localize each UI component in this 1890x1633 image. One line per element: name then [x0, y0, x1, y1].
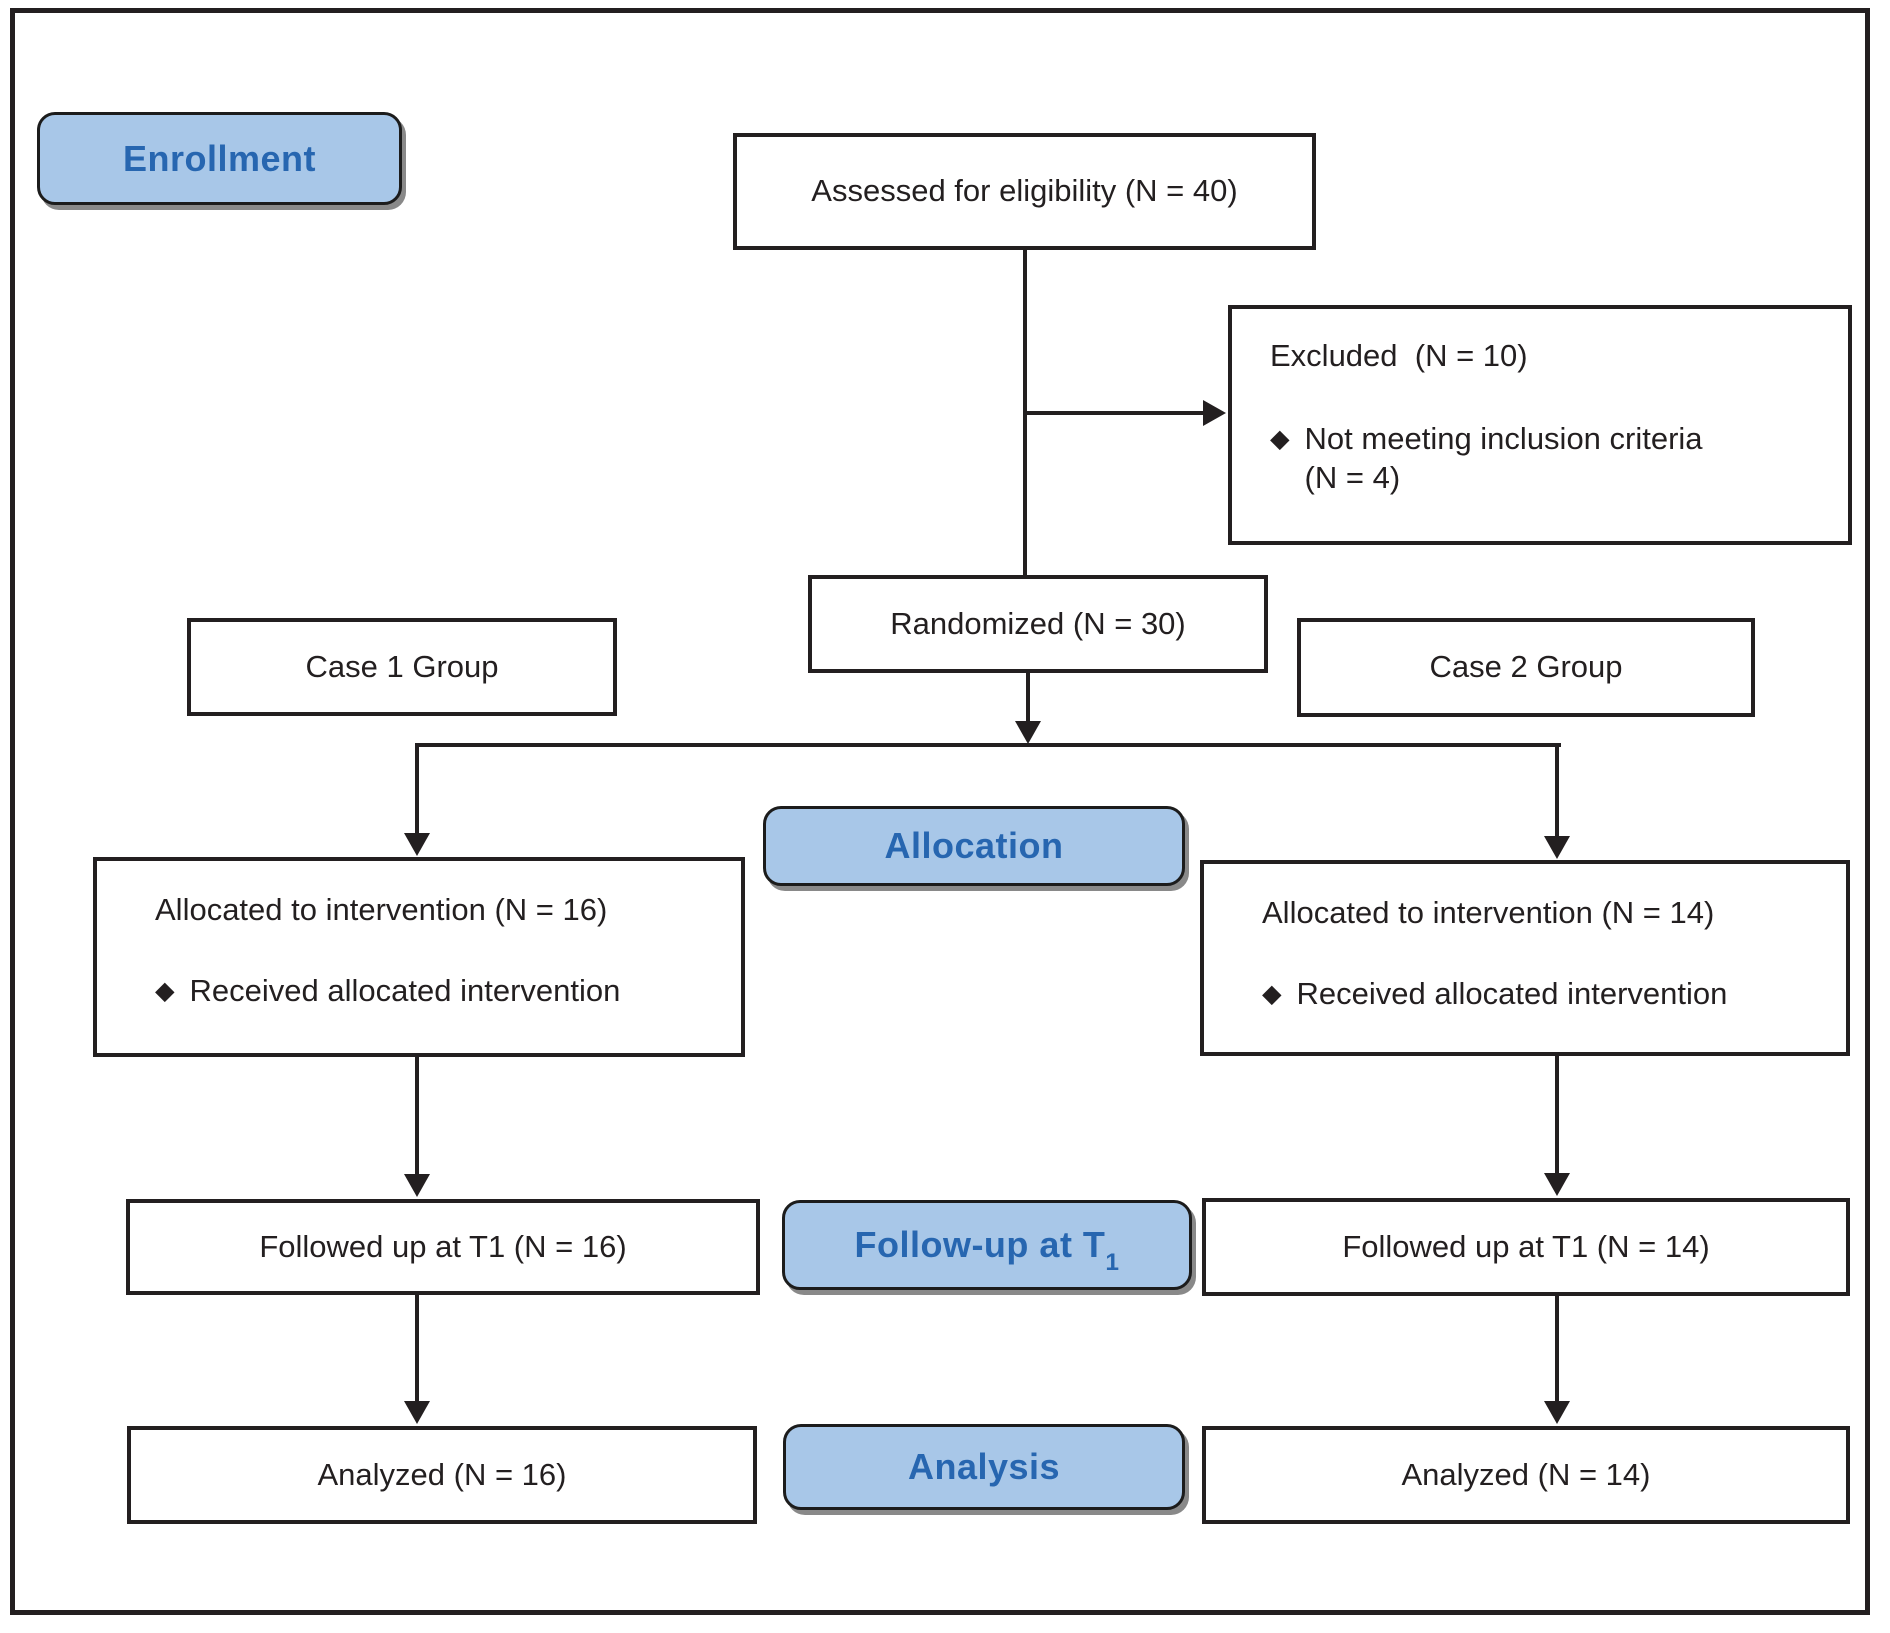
box-assessed-text: Assessed for eligibility (N = 40) [811, 173, 1238, 209]
box-analyzed-right-text: Analyzed (N = 14) [1401, 1456, 1651, 1492]
box-case1-group: Case 1 Group [187, 618, 617, 716]
allocated-left-bullet-row: ◆ Received allocated intervention [155, 972, 723, 1011]
allocated-left-bullet-line: Received allocated intervention [189, 972, 621, 1008]
connector-allocated-to-followup-right-arrowhead [1544, 1173, 1570, 1196]
box-analyzed-left: Analyzed (N = 16) [127, 1426, 757, 1524]
excluded-reason-line2: (N = 4) [1304, 459, 1401, 495]
box-analyzed-left-text: Analyzed (N = 16) [317, 1456, 567, 1492]
diamond-bullet-icon: ◆ [1270, 424, 1290, 453]
box-excluded-title: Excluded (N = 10) [1270, 338, 1528, 373]
diamond-bullet-icon: ◆ [1262, 979, 1282, 1008]
box-case1-text: Case 1 Group [305, 648, 499, 684]
connector-followup-to-analyzed-right-line [1555, 1296, 1559, 1402]
allocated-right-bullet-row: ◆ Received allocated intervention [1262, 975, 1828, 1014]
allocated-left-bullet-text: Received allocated intervention [190, 972, 621, 1011]
box-allocated-right-title: Allocated to intervention (N = 14) [1262, 895, 1715, 930]
box-followup-left-text: Followed up at T1 (N = 16) [259, 1228, 627, 1264]
stage-label-enrollment: Enrollment [37, 112, 402, 205]
connector-followup-to-analyzed-left-arrowhead [404, 1401, 430, 1424]
box-allocated-left: Allocated to intervention (N = 16) ◆ Rec… [93, 857, 745, 1057]
connector-branch-to-allocated-left-line [415, 743, 419, 835]
box-case2-group: Case 2 Group [1297, 618, 1755, 717]
excluded-reason-line1: Not meeting inclusion criteria [1304, 420, 1703, 456]
connector-to-excluded-line [1023, 411, 1204, 415]
box-allocated-right: Allocated to intervention (N = 14) ◆ Rec… [1200, 860, 1850, 1056]
connector-followup-to-analyzed-left-line [415, 1295, 419, 1402]
box-randomized-text: Randomized (N = 30) [890, 605, 1186, 641]
diamond-bullet-icon: ◆ [155, 976, 175, 1005]
excluded-reason-text: Not meeting inclusion criteria (N = 4) [1305, 420, 1703, 498]
allocated-right-bullet-line: Received allocated intervention [1296, 975, 1728, 1011]
allocated-right-bullet-text: Received allocated intervention [1297, 975, 1728, 1014]
stage-label-allocation-text: Allocation [884, 825, 1064, 866]
branch-horizontal-line [415, 743, 1561, 747]
stage-label-analysis-text: Analysis [907, 1446, 1061, 1487]
connector-randomized-to-branch-line [1026, 673, 1030, 723]
stage-label-enrollment-text: Enrollment [122, 137, 316, 179]
box-followup-right: Followed up at T1 (N = 14) [1202, 1198, 1850, 1296]
box-randomized: Randomized (N = 30) [808, 575, 1268, 673]
stage-label-allocation: Allocation [763, 806, 1185, 886]
box-allocated-left-title: Allocated to intervention (N = 16) [155, 892, 608, 927]
connector-randomized-to-branch-arrowhead [1015, 721, 1041, 744]
connector-allocated-to-followup-right-line [1555, 1056, 1559, 1174]
connector-to-excluded-arrowhead [1203, 400, 1226, 426]
box-followup-left: Followed up at T1 (N = 16) [126, 1199, 760, 1295]
connector-branch-to-allocated-left-arrowhead [404, 833, 430, 856]
excluded-reason-row: ◆ Not meeting inclusion criteria (N = 4) [1270, 420, 1824, 498]
connector-followup-to-analyzed-right-arrowhead [1544, 1401, 1570, 1424]
connector-allocated-to-followup-left-arrowhead [404, 1174, 430, 1197]
stage-label-analysis: Analysis [783, 1424, 1185, 1510]
connector-branch-to-allocated-right-line [1555, 743, 1559, 838]
connector-allocated-to-followup-left-line [415, 1057, 419, 1175]
stage-label-followup-subscript: 1 [1105, 1249, 1120, 1277]
box-assessed-for-eligibility: Assessed for eligibility (N = 40) [733, 133, 1316, 250]
box-case2-text: Case 2 Group [1429, 649, 1623, 685]
stage-label-followup-text: Follow-up at T [854, 1224, 1106, 1265]
connector-branch-to-allocated-right-arrowhead [1544, 836, 1570, 859]
box-analyzed-right: Analyzed (N = 14) [1202, 1426, 1850, 1524]
box-followup-right-text: Followed up at T1 (N = 14) [1342, 1228, 1710, 1264]
box-excluded: Excluded (N = 10) ◆ Not meeting inclusio… [1228, 305, 1852, 545]
